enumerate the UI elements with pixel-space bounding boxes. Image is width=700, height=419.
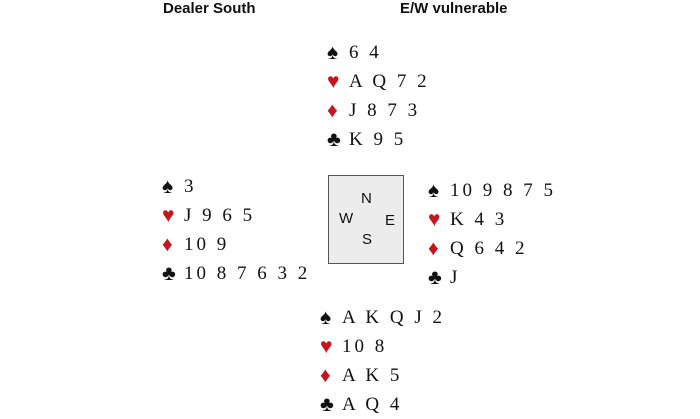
south-spades-row: ♠ A K Q J 2: [320, 303, 445, 332]
east-hand: ♠10 9 8 7 5♥K 4 3♦Q 6 4 2♣J: [428, 176, 556, 292]
dealer-label: Dealer South: [163, 0, 256, 17]
west-clubs-row: ♣ 10 8 7 6 3 2: [162, 259, 310, 288]
compass-west: W: [339, 210, 354, 227]
diamonds-icon: ♦: [162, 232, 173, 256]
north-diamonds-row: ♦ J 8 7 3: [327, 96, 430, 125]
compass-box: N W E S: [328, 175, 404, 264]
south-spades-cards: A K Q J 2: [342, 307, 446, 328]
south-hand: ♠ A K Q J 2 ♥ 10 8 ♦ A K 5 ♣ A Q 4: [320, 303, 445, 419]
south-clubs-row: ♣ A Q 4: [320, 390, 445, 419]
south-hearts-row: ♥ 10 8: [320, 332, 445, 361]
east-spades-cards: 10 9 8 7 5: [450, 180, 556, 201]
north-spades-cards: 6 4: [349, 42, 382, 63]
hearts-icon: ♥: [327, 69, 340, 93]
north-clubs-row: ♣ K 9 5: [327, 125, 430, 154]
east-hearts-row: ♥ K 4 3: [428, 205, 556, 234]
west-spades-row: ♠3: [162, 172, 310, 201]
north-hearts-row: ♥ A Q 7 2: [327, 67, 430, 96]
north-hearts-cards: A Q 7 2: [349, 71, 430, 92]
south-diamonds-row: ♦ A K 5: [320, 361, 445, 390]
west-diamonds-row: ♦ 10 9: [162, 230, 310, 259]
north-diamonds-cards: J 8 7 3: [349, 100, 421, 121]
south-diamonds-cards: A K 5: [342, 365, 403, 386]
clubs-icon: ♣: [428, 265, 442, 289]
west-hearts-row: ♥ J 9 6 5: [162, 201, 310, 230]
west-hearts-cards: J 9 6 5: [184, 205, 256, 226]
west-clubs-cards: 10 8 7 6 3 2: [184, 263, 311, 284]
hearts-icon: ♥: [428, 207, 441, 231]
west-hand: ♠3♥J 9 6 5♦10 9♣10 8 7 6 3 2: [162, 172, 310, 288]
north-clubs-cards: K 9 5: [349, 129, 407, 150]
east-diamonds-row: ♦ Q 6 4 2: [428, 234, 556, 263]
clubs-icon: ♣: [162, 261, 176, 285]
compass-south: S: [362, 231, 373, 248]
clubs-icon: ♣: [320, 392, 334, 416]
hearts-icon: ♥: [162, 203, 175, 227]
diamonds-icon: ♦: [320, 363, 331, 387]
spades-icon: ♠: [320, 305, 332, 329]
west-diamonds-cards: 10 9: [184, 234, 230, 255]
spades-icon: ♠: [162, 174, 174, 198]
east-diamonds-cards: Q 6 4 2: [450, 238, 528, 259]
diamonds-icon: ♦: [428, 236, 439, 260]
compass-east: E: [385, 212, 396, 229]
diamonds-icon: ♦: [327, 98, 338, 122]
east-clubs-row: ♣J: [428, 263, 556, 292]
east-spades-row: ♠ 10 9 8 7 5: [428, 176, 556, 205]
spades-icon: ♠: [327, 40, 339, 64]
south-hearts-cards: 10 8: [342, 336, 388, 357]
west-spades-cards: 3: [184, 176, 197, 197]
north-hand: ♠ 6 4 ♥ A Q 7 2 ♦ J 8 7 3 ♣ K 9 5: [327, 38, 430, 154]
east-clubs-cards: J: [450, 267, 461, 288]
north-spades-row: ♠ 6 4: [327, 38, 430, 67]
vulnerability-label: E/W vulnerable: [400, 0, 508, 17]
clubs-icon: ♣: [327, 127, 341, 151]
south-clubs-cards: A Q 4: [342, 394, 403, 415]
spades-icon: ♠: [428, 178, 440, 202]
compass-north: N: [361, 190, 372, 207]
hearts-icon: ♥: [320, 334, 333, 358]
east-hearts-cards: K 4 3: [450, 209, 508, 230]
